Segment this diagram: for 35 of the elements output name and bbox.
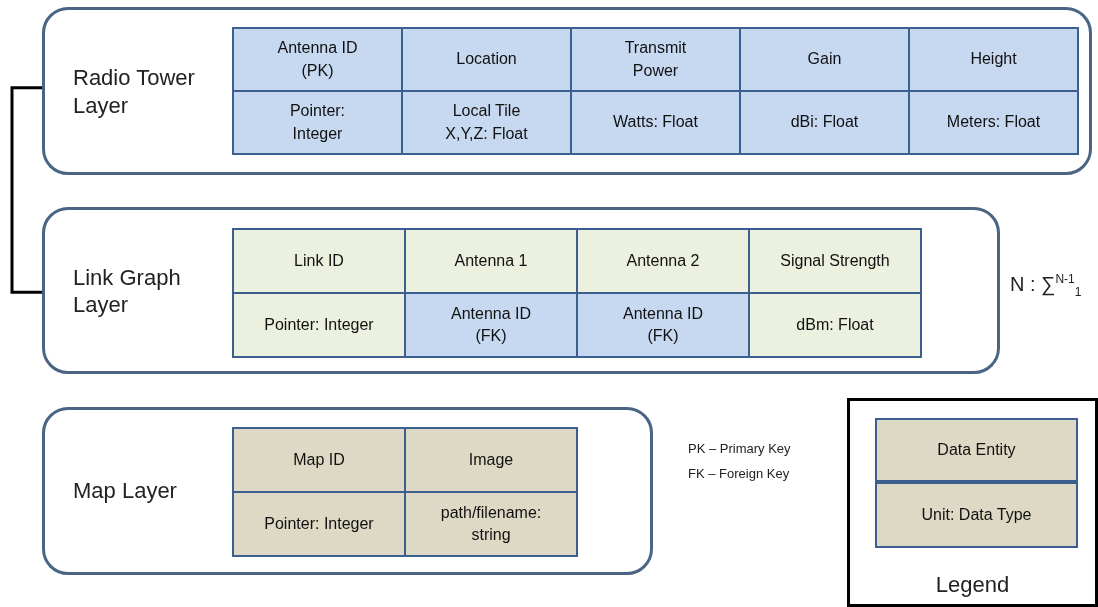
attribute-cell: Antenna ID (FK) xyxy=(404,292,578,358)
attribute-cell: Pointer: Integer xyxy=(232,90,403,155)
layer-title: Radio Tower Layer xyxy=(73,63,196,119)
layer-panel xyxy=(42,407,653,575)
attribute-cell: Antenna 2 xyxy=(576,228,750,294)
layer-panel xyxy=(42,207,1000,374)
attribute-cell: Antenna 1 xyxy=(404,228,578,294)
attribute-cell: Link ID xyxy=(232,228,406,294)
attribute-cell: Watts: Float xyxy=(570,90,741,155)
attribute-cell: Location xyxy=(401,27,572,92)
attribute-cell: Antenna ID (PK) xyxy=(232,27,403,92)
key-note: FK – Foreign Key xyxy=(688,466,790,481)
attribute-cell: dBi: Float xyxy=(739,90,910,155)
attribute-cell: Antenna ID (FK) xyxy=(576,292,750,358)
attribute-cell: Data Entity xyxy=(875,418,1078,482)
attribute-cell: Pointer: Integer xyxy=(232,491,406,557)
attribute-cell: Gain xyxy=(739,27,910,92)
legend-box xyxy=(847,398,1098,607)
attribute-cell: path/filename: string xyxy=(404,491,578,557)
attribute-cell: Local Tile X,Y,Z: Float xyxy=(401,90,572,155)
attribute-cell: Unit: Data Type xyxy=(875,482,1078,548)
attribute-cell: Map ID xyxy=(232,427,406,493)
layer-title: Map Layer xyxy=(73,477,178,505)
legend-title: Legend xyxy=(934,571,1011,599)
layer-panel xyxy=(42,7,1092,175)
attribute-cell: Height xyxy=(908,27,1079,92)
attribute-cell: Signal Strength xyxy=(748,228,922,294)
layer-title: Link Graph Layer xyxy=(73,263,182,318)
attribute-cell: Pointer: Integer xyxy=(232,292,406,358)
attribute-cell: Image xyxy=(404,427,578,493)
attribute-cell: dBm: Float xyxy=(748,292,922,358)
key-note: PK – Primary Key xyxy=(688,441,791,456)
attribute-cell: Transmit Power xyxy=(570,27,741,92)
attribute-cell: Meters: Float xyxy=(908,90,1079,155)
connector-line xyxy=(10,86,42,294)
